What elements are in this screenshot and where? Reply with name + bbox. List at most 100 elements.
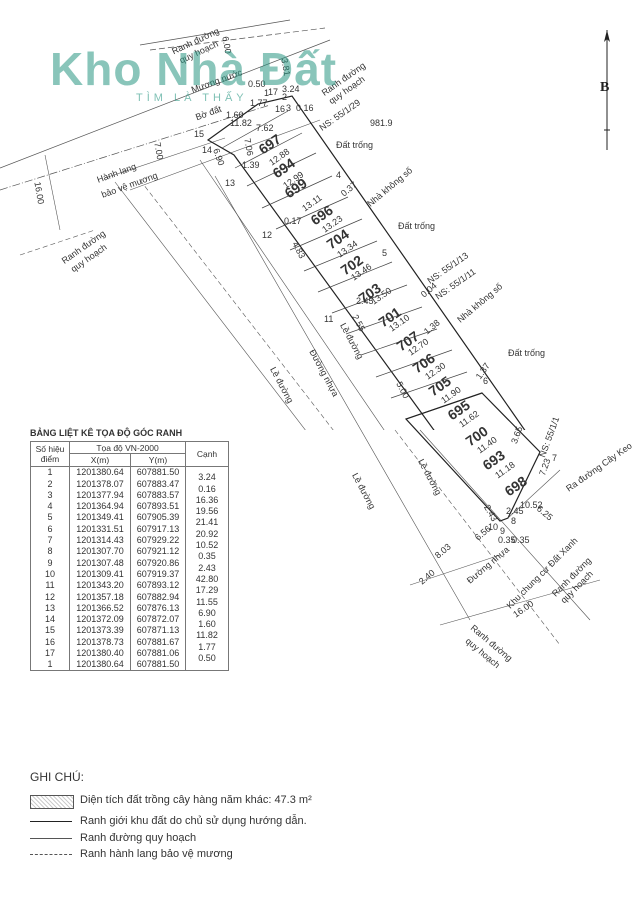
canal-buffer-line	[0, 104, 271, 191]
corner-point: 5	[382, 248, 388, 258]
note-row: Ranh hành lang bảo vệ mương	[30, 848, 390, 862]
corner-point: 7	[552, 453, 558, 463]
edge-dim: 3.24	[282, 84, 300, 94]
cell-edge	[185, 663, 229, 676]
edge-dim: 0.35	[498, 535, 516, 545]
road-edge-line	[114, 181, 306, 430]
corner-point: 12	[262, 230, 273, 240]
cell-edge: 3.24	[185, 471, 229, 483]
cell-y: 607871.13	[130, 624, 186, 637]
label-dat-trong: Đất trống	[508, 348, 546, 358]
col-y: Y(m)	[130, 453, 186, 467]
cell-x: 1201309.41	[69, 568, 131, 580]
dim-line	[409, 554, 501, 586]
col-edge: Cạnh	[185, 441, 229, 467]
cell-pt: 1	[30, 658, 70, 671]
cell-edge: 0.50	[185, 652, 229, 664]
cell-y: 607920.86	[130, 556, 186, 569]
cell-edge: 0.35	[185, 550, 229, 562]
cell-pt: 6	[30, 523, 70, 535]
corner-point: 11	[324, 314, 334, 324]
notes-title: GHI CHÚ:	[30, 770, 84, 784]
cell-pt: 9	[30, 556, 70, 569]
dim-line	[439, 579, 601, 626]
cell-edge: 17.29	[185, 584, 229, 596]
road-edge-line	[419, 429, 591, 621]
cell-pt: 3	[30, 489, 70, 501]
cell-y: 607919.37	[130, 568, 186, 580]
note-row: Ranh giới khu đất do chủ sử dụng hướng d…	[30, 815, 390, 829]
note-text: Diện tích đất trồng cây hàng năm khác: 4…	[80, 794, 312, 806]
cell-y: 607905.39	[130, 511, 186, 524]
cell-pt: 12	[30, 590, 70, 603]
cell-x: 1201357.18	[69, 590, 131, 603]
col-coord: Tọa độ VN-2000	[69, 440, 186, 455]
corner-point: 4	[336, 170, 342, 180]
cell-y: 607872.07	[130, 613, 186, 625]
road-edge-line	[139, 179, 334, 430]
canal-line	[129, 119, 321, 191]
lot-lower-tip	[404, 392, 541, 522]
planning-boundary-line	[149, 27, 326, 51]
cell-edge: 11.55	[185, 595, 229, 608]
cell-pt: 7	[30, 534, 70, 546]
watermark-brand: Nhà Đất	[156, 43, 338, 95]
corner-point: 13	[225, 178, 236, 188]
edge-dim: 0.50	[248, 79, 266, 89]
cell-x: 1201380.40	[69, 647, 131, 659]
edge-dim: 0.17	[284, 216, 302, 226]
cadastral-map-lower	[214, 175, 601, 646]
cell-pt: 2	[30, 477, 70, 490]
label-dat-trong: Đất trống	[336, 140, 374, 150]
cell-edge: 10.52	[185, 539, 229, 551]
corner-point: 2	[282, 92, 288, 102]
col-x: X(m)	[69, 453, 131, 467]
canal-line	[0, 39, 331, 169]
watermark-prefix: Kho	[50, 43, 143, 95]
cell-pt: 5	[30, 511, 70, 524]
cell-y: 607881.50	[130, 466, 186, 478]
cell-pt: 4	[30, 500, 70, 512]
dotted-area-symbol	[30, 795, 74, 809]
corner-point: 10	[488, 522, 499, 532]
cell-y: 607929.22	[130, 534, 186, 546]
north-label: B	[600, 80, 610, 95]
note-row: Ranh đường quy hoạch	[30, 832, 390, 846]
note-text: Ranh hành lang bảo vệ mương	[80, 848, 233, 860]
bank-line	[104, 137, 226, 179]
edge-dim: 2.45	[356, 296, 374, 306]
cell-edge: 1.60	[185, 618, 229, 630]
cell-y: 607883.47	[130, 477, 186, 490]
north-arrow: B	[596, 30, 618, 155]
cell-y: 607921.12	[130, 545, 186, 557]
cell-x: 1201331.51	[69, 523, 131, 535]
edge-dim: 1.77	[250, 98, 268, 108]
label-value: 981.9	[370, 118, 393, 128]
col-point: Số hiệu điểm	[30, 441, 70, 467]
cell-edge: 1.77	[185, 641, 229, 653]
edge-dim: 0.16	[296, 103, 314, 113]
edge-dim: 7.62	[256, 123, 274, 133]
note-row: Diện tích đất trồng cây hàng năm khác: 4…	[30, 794, 390, 809]
cell-y: 607876.13	[130, 602, 186, 614]
cell-x: 1201380.64	[69, 658, 131, 671]
cell-pt: 13	[30, 602, 70, 614]
cell-y: 607917.13	[130, 523, 186, 535]
cell-x: 1201378.73	[69, 636, 131, 648]
cell-edge: 21.41	[185, 516, 229, 529]
note-text: Ranh đường quy hoạch	[80, 832, 197, 844]
cell-pt: 1	[30, 466, 70, 478]
cell-y: 607881.67	[130, 636, 186, 648]
cell-edge: 42.80	[185, 573, 229, 585]
cell-x: 1201372.09	[69, 613, 131, 625]
